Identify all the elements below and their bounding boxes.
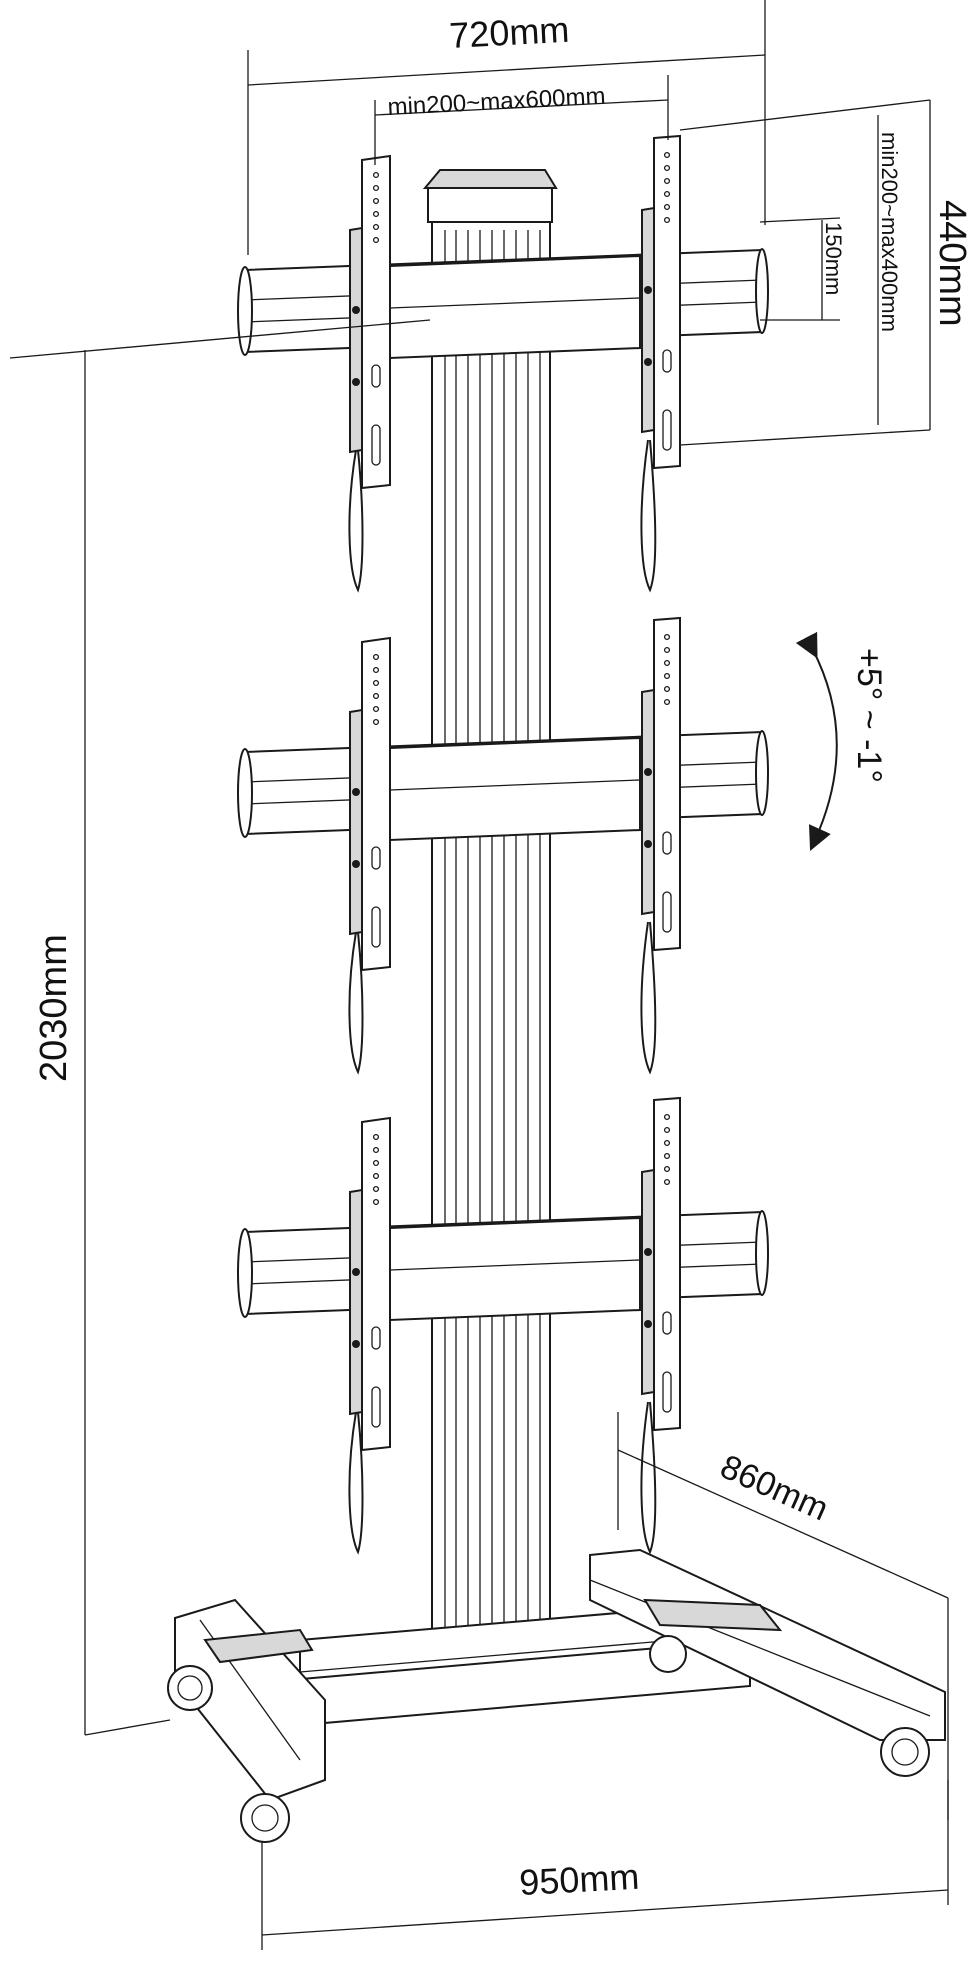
column-top-cap bbox=[422, 169, 558, 223]
caster-front-center bbox=[240, 1793, 290, 1843]
caster-front-left bbox=[167, 1665, 213, 1711]
vesa-range-label: min200~max400mm bbox=[877, 132, 902, 332]
vesa-height-label: 440mm bbox=[931, 200, 968, 327]
total-height-label: 2030mm bbox=[33, 934, 75, 1082]
stand-illustration bbox=[167, 135, 946, 1843]
caster-rear-center bbox=[649, 1635, 687, 1673]
base-depth-label: 860mm bbox=[715, 1448, 834, 1529]
tilt-label: +5° ~ -1° bbox=[850, 648, 888, 783]
tilt-arc bbox=[795, 631, 838, 851]
bracket-spacing-label: min200~max600mm bbox=[387, 83, 606, 121]
caster-rear-right bbox=[880, 1727, 930, 1777]
center-column bbox=[431, 204, 551, 1656]
wheeled-base bbox=[167, 1548, 946, 1843]
overall-width-label: 720mm bbox=[448, 9, 570, 56]
base-width-label: 950mm bbox=[518, 1856, 640, 1903]
rail-height-label: 150mm bbox=[821, 222, 846, 295]
dimension-lines bbox=[9, 0, 949, 1950]
